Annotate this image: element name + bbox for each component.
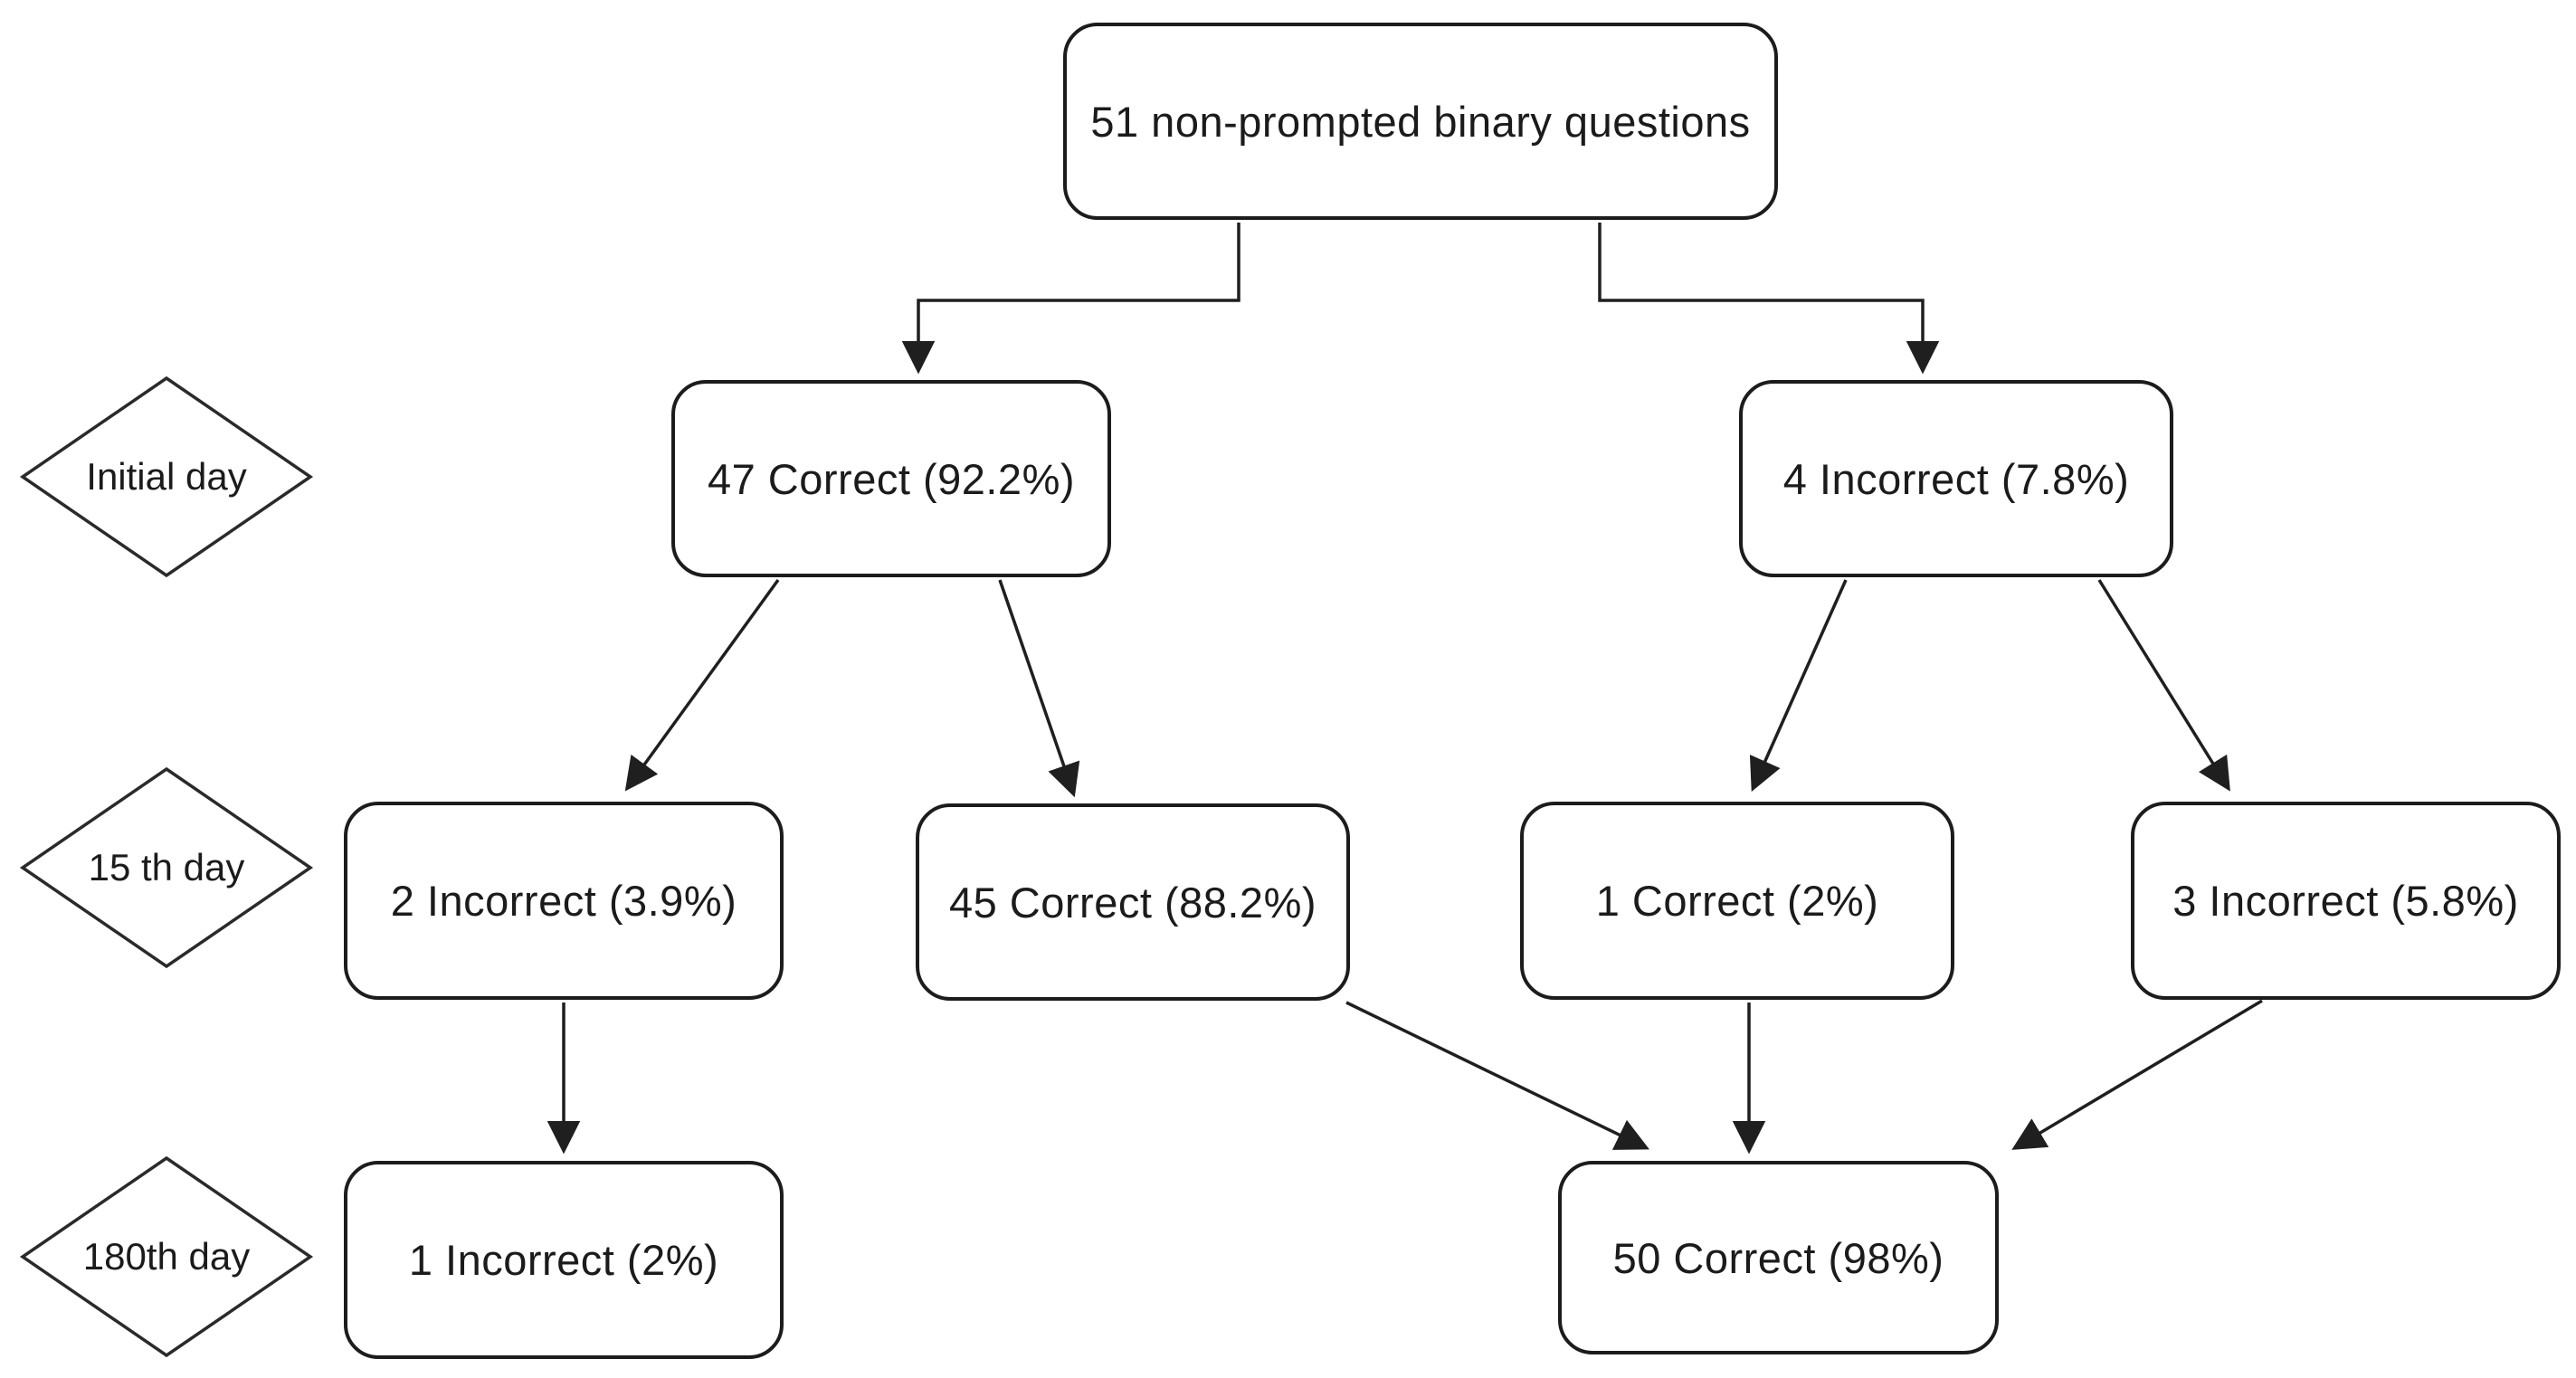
node-1-correct-label: 1 Correct (2%) (1595, 877, 1879, 925)
node-root-label: 51 non-prompted binary questions (1090, 97, 1751, 146)
edge-4-incorrect-to-1-correct (1749, 579, 1848, 793)
stage-label-15th-day: 15 th day (88, 846, 245, 889)
node-47-correct-label: 47 Correct (92.2%) (707, 454, 1076, 503)
stage-label-180th-day: 180th day (82, 1235, 251, 1278)
node-4-incorrect-label: 4 Incorrect (7.8%) (1782, 454, 2130, 503)
edge-47-correct-to-45-correct (998, 579, 1080, 798)
edge-45-correct-to-50-correct (1345, 1001, 1649, 1150)
node-1-correct: 1 Correct (2%) (1520, 802, 1954, 1000)
node-50-correct-label: 50 Correct (98%) (1612, 1233, 1944, 1282)
node-2-incorrect: 2 Incorrect (3.9%) (344, 802, 784, 1000)
edge-47-correct-to-2-incorrect (624, 578, 780, 792)
edge-3-incorrect-to-50-correct (2011, 999, 2263, 1150)
node-50-correct: 50 Correct (98%) (1558, 1161, 1999, 1354)
node-45-correct: 45 Correct (88.2%) (916, 803, 1350, 1001)
node-3-incorrect-label: 3 Incorrect (5.8%) (2172, 877, 2519, 925)
stage-label-initial-day: Initial day (86, 455, 247, 498)
node-1-incorrect-final: 1 Incorrect (2%) (344, 1161, 784, 1359)
node-45-correct-label: 45 Correct (88.2%) (948, 878, 1317, 927)
node-3-incorrect: 3 Incorrect (5.8%) (2131, 802, 2561, 1000)
edge-4-incorrect-to-3-incorrect (2097, 579, 2230, 792)
node-1-incorrect-final-label: 1 Incorrect (2%) (408, 1236, 719, 1284)
edge-root-to-47-correct (901, 223, 1240, 375)
node-47-correct: 47 Correct (92.2%) (671, 380, 1111, 577)
node-2-incorrect-label: 2 Incorrect (3.9%) (390, 877, 737, 925)
edge-root-to-4-incorrect (1598, 223, 1940, 375)
node-4-incorrect: 4 Incorrect (7.8%) (1739, 380, 2173, 577)
node-root: 51 non-prompted binary questions (1063, 23, 1778, 220)
